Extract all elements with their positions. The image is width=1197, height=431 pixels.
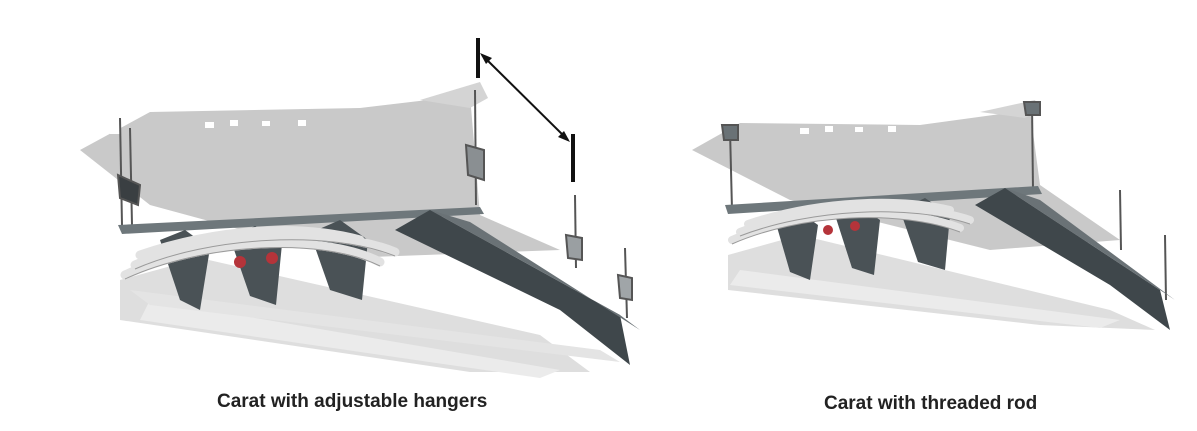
radiant-panels bbox=[120, 258, 620, 378]
figure-threaded-rod: Carat with threaded rod bbox=[660, 0, 1197, 431]
ceiling-slab-edge bbox=[420, 82, 488, 108]
water-pipes bbox=[120, 226, 400, 280]
valve bbox=[823, 221, 860, 235]
caption: Carat with threaded rod bbox=[824, 393, 1038, 414]
slab-cutouts bbox=[110, 120, 306, 134]
illustration-threaded-rod bbox=[692, 100, 1175, 330]
radiant-panels bbox=[728, 235, 1155, 330]
valve bbox=[234, 252, 278, 268]
slab-cutouts bbox=[800, 126, 896, 134]
illustration-adjustable-hangers bbox=[80, 38, 640, 378]
dimension-indicator bbox=[476, 38, 575, 182]
threaded-rod bbox=[720, 101, 1167, 301]
figure-adjustable-hangers: Carat with adjustable hangers bbox=[80, 38, 640, 412]
caption: Carat with adjustable hangers bbox=[217, 391, 488, 412]
adjustable-hanger bbox=[116, 89, 633, 319]
support-rail bbox=[118, 207, 484, 234]
